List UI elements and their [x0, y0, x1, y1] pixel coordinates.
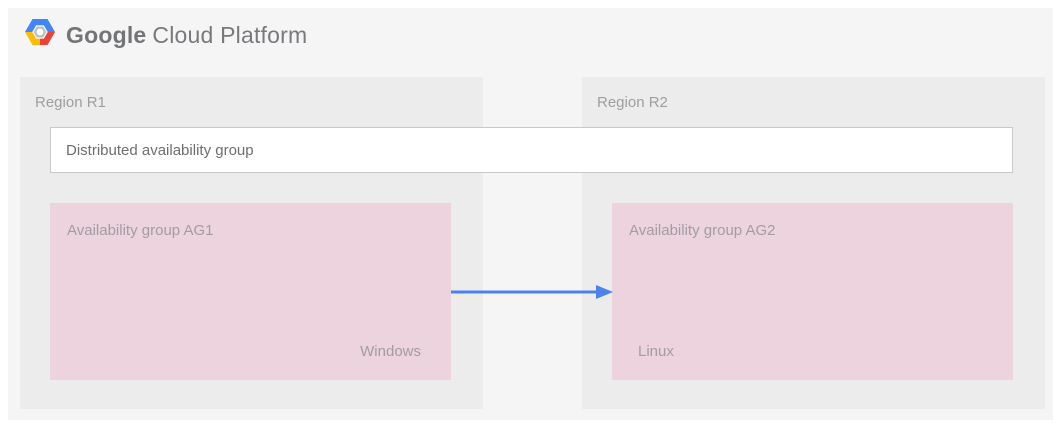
- brand-title-cloud-platform: Cloud Platform: [152, 22, 308, 48]
- brand-title-google: Google: [66, 22, 147, 48]
- distributed-availability-group-box: Distributed availability group: [50, 127, 1013, 173]
- ag1-to-ag2-arrow-icon: [451, 285, 613, 299]
- availability-group-ag2-box: Availability group AG2 Linux: [612, 203, 1013, 380]
- google-cloud-platform-logo-icon: [25, 19, 55, 45]
- ag2-os-label: Linux: [638, 343, 674, 360]
- availability-group-ag1-label: Availability group AG1: [67, 222, 214, 239]
- region-r1-label: Region R1: [35, 94, 106, 111]
- distributed-availability-group-label: Distributed availability group: [66, 141, 254, 159]
- region-r2-label: Region R2: [597, 94, 668, 111]
- availability-group-ag1-box: Availability group AG1 Windows: [50, 203, 451, 380]
- availability-group-ag2-label: Availability group AG2: [629, 222, 776, 239]
- ag1-os-label: Windows: [360, 343, 421, 360]
